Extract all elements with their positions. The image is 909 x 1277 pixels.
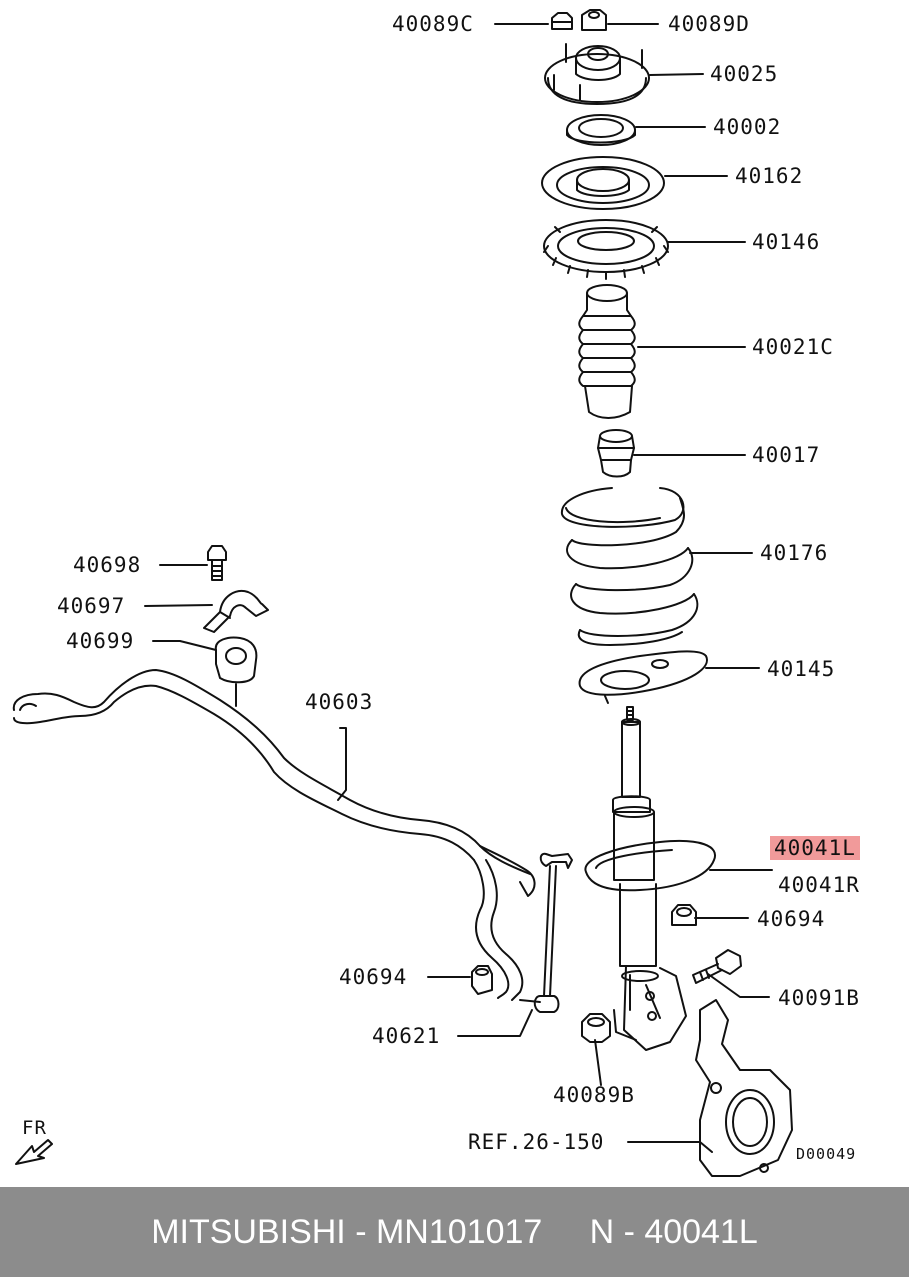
label-40017: 40017	[752, 443, 821, 467]
bump-stop-40017	[597, 429, 635, 478]
stabilizer-bar-40603	[12, 669, 536, 1001]
label-40091b: 40091B	[778, 986, 860, 1010]
coil-spring-40176	[560, 487, 699, 646]
parts-diagram: 40089C 40089D 40025 40002 40162 40146 40…	[12, 9, 860, 1177]
bearing-40002	[566, 114, 636, 146]
bushing-40699	[214, 636, 258, 707]
label-40176: 40176	[760, 541, 829, 565]
front-arrow-icon	[15, 1139, 53, 1165]
gap	[542, 1213, 589, 1252]
stabilizer-link-40621	[519, 852, 573, 1013]
label-ref-26-150: REF.26-150	[468, 1130, 605, 1154]
label-40162: 40162	[735, 164, 804, 188]
label-40089b: 40089B	[553, 1083, 635, 1107]
steering-knuckle	[695, 999, 793, 1177]
label-40621: 40621	[372, 1024, 441, 1048]
bolt-40698	[207, 545, 227, 581]
label-40002: 40002	[713, 115, 782, 139]
label-40041r: 40041R	[778, 873, 860, 897]
suspension-diagram	[12, 9, 793, 1177]
lower-insulator-40145	[578, 650, 708, 704]
label-40025: 40025	[710, 62, 779, 86]
label-40089d: 40089D	[668, 12, 750, 36]
upper-seat-40162	[541, 156, 665, 210]
nut-40089b	[581, 1013, 611, 1043]
label-40021c: 40021C	[752, 335, 834, 359]
bolt-40091b	[692, 949, 742, 984]
spring-insulator-40146	[543, 219, 669, 280]
label-40697: 40697	[57, 594, 126, 618]
label-40698: 40698	[73, 553, 142, 577]
diagram-code: D00049	[796, 1145, 857, 1163]
nut-40089c	[551, 12, 573, 30]
label-fr: FR	[22, 1117, 47, 1139]
label-40603: 40603	[305, 690, 374, 714]
nut-40089d	[581, 9, 607, 31]
dust-boot-40021c	[578, 284, 636, 419]
strut-assembly-40041l	[584, 706, 717, 1051]
part-number: MN101017	[375, 1212, 543, 1251]
label-40089c: 40089C	[392, 12, 474, 36]
strut-mount-40025	[544, 43, 650, 105]
label-40694-right: 40694	[757, 907, 826, 931]
label-40694-left: 40694	[339, 965, 408, 989]
nut-40694-left	[471, 965, 493, 995]
separator: -	[345, 1212, 376, 1251]
nut-40694-right	[671, 904, 697, 926]
label-40145: 40145	[767, 657, 836, 681]
bracket-40697	[203, 590, 269, 633]
brand-name: MITSUBISHI	[151, 1212, 346, 1251]
label-40041l-highlighted: 40041L	[770, 836, 860, 860]
catalog-ref: N - 40041L	[589, 1212, 758, 1251]
label-40146: 40146	[752, 230, 821, 254]
part-info-footer: MITSUBISHI - MN101017 N - 40041L	[0, 1187, 909, 1277]
label-40699: 40699	[66, 629, 135, 653]
